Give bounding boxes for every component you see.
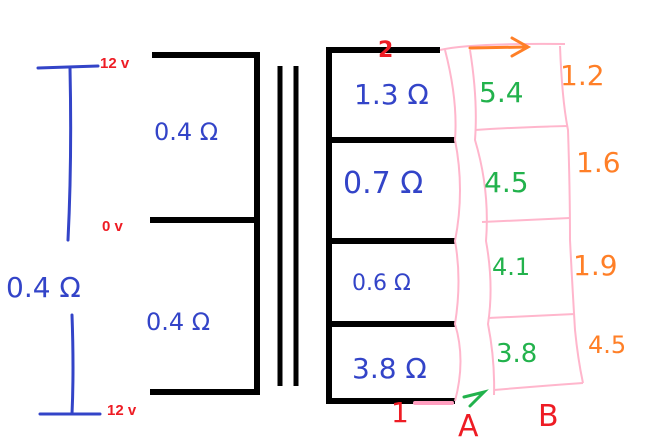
column-b-value: 1.2 [560, 59, 605, 92]
section-resistance: 0.7 Ω [343, 166, 423, 201]
bottom-voltage-label: 12 v [107, 402, 137, 419]
secondary-bottom-mark: 1 [391, 396, 409, 429]
column-b-value: 1.9 [573, 249, 618, 282]
green-arrow-icon [413, 389, 489, 408]
secondary-top-mark: 2 [378, 38, 393, 63]
column-a-value: 3.8 [496, 339, 537, 369]
column-a-value: 4.1 [492, 253, 530, 281]
primary-winding [150, 52, 260, 395]
column-a-label: A [458, 409, 479, 444]
section-resistance: 3.8 Ω [352, 352, 427, 385]
column-a-value: 5.4 [479, 76, 524, 109]
primary-span-bracket [36, 64, 102, 416]
section-resistance: 1.3 Ω [354, 78, 429, 111]
top-voltage-label: 12 v [100, 55, 130, 72]
column-b-value: 4.5 [588, 331, 626, 359]
center-tap-voltage-label: 0 v [102, 218, 124, 235]
orange-arrow-icon [468, 36, 532, 58]
primary-total-resistance: 0.4 Ω [6, 271, 81, 304]
secondary-sections: 1.3 Ω 5.4 1.2 0.7 Ω 4.5 1.6 0.6 Ω 4.1 1.9 3.8 Ω 3.… [343, 59, 626, 385]
primary-upper-resistance: 0.4 Ω [154, 118, 218, 146]
transformer-core [277, 66, 299, 386]
pink-grid [439, 42, 584, 402]
column-b-value: 1.6 [576, 146, 621, 179]
section-resistance: 0.6 Ω [352, 271, 411, 296]
column-b-label: B [538, 399, 559, 434]
primary-lower-resistance: 0.4 Ω [146, 308, 210, 336]
column-a-value: 4.5 [484, 166, 529, 199]
